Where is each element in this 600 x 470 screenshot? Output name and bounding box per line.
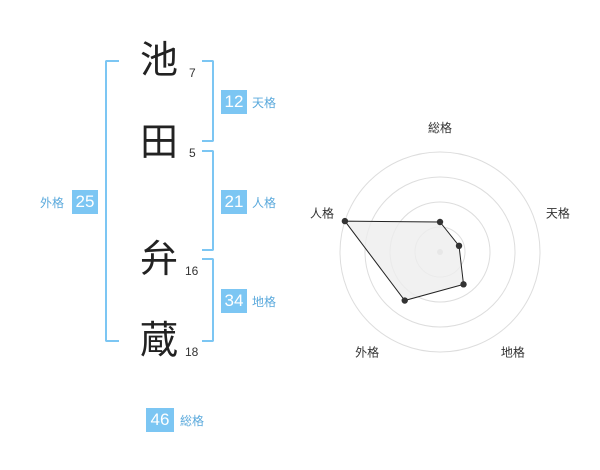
soukaku-label: 総格 (180, 414, 205, 428)
radar-axis-label-3: 地格 (501, 344, 525, 359)
stroke-count-4: 18 (185, 345, 199, 359)
radar-axis-label-4: 外格 (355, 344, 379, 359)
radar-axis-label-1: 総格 (428, 120, 452, 135)
radar-axis-label-2: 天格 (546, 206, 570, 221)
radar-axis-label-5: 人格 (310, 206, 334, 221)
radar-ring (364, 176, 516, 328)
radar-point-2 (455, 242, 463, 250)
name-char-4: 蔵 (140, 318, 179, 362)
stroke-count-2: 5 (189, 146, 196, 160)
jinkaku-bracket (202, 150, 214, 251)
jinkaku-label: 人格 (252, 196, 277, 210)
radar-series-area (343, 220, 465, 302)
stroke-count-3: 16 (185, 264, 199, 278)
jinkaku-badge: 21 (221, 190, 247, 214)
radar-point-4 (401, 297, 408, 304)
name-char-1: 池 (140, 38, 179, 82)
tenkaku-badge: 12 (221, 90, 247, 114)
gaikaku-label: 外格 (40, 196, 65, 210)
chikaku-label: 地格 (252, 295, 277, 309)
name-char-2: 田 (140, 120, 179, 164)
radar-point-1 (436, 218, 444, 226)
chikaku-badge: 34 (221, 289, 247, 313)
gaikaku-badge: 25 (72, 190, 98, 214)
soukaku-badge: 46 (146, 408, 174, 432)
gaikaku-bracket (105, 60, 119, 342)
radar-point-5 (341, 217, 349, 225)
radar-point-3 (460, 281, 467, 288)
tenkaku-bracket (202, 60, 214, 142)
radar-ring (339, 151, 541, 353)
tenkaku-label: 天格 (252, 96, 277, 110)
chikaku-bracket (202, 258, 214, 342)
stroke-count-1: 7 (189, 66, 196, 80)
name-char-3: 弁 (140, 237, 179, 281)
